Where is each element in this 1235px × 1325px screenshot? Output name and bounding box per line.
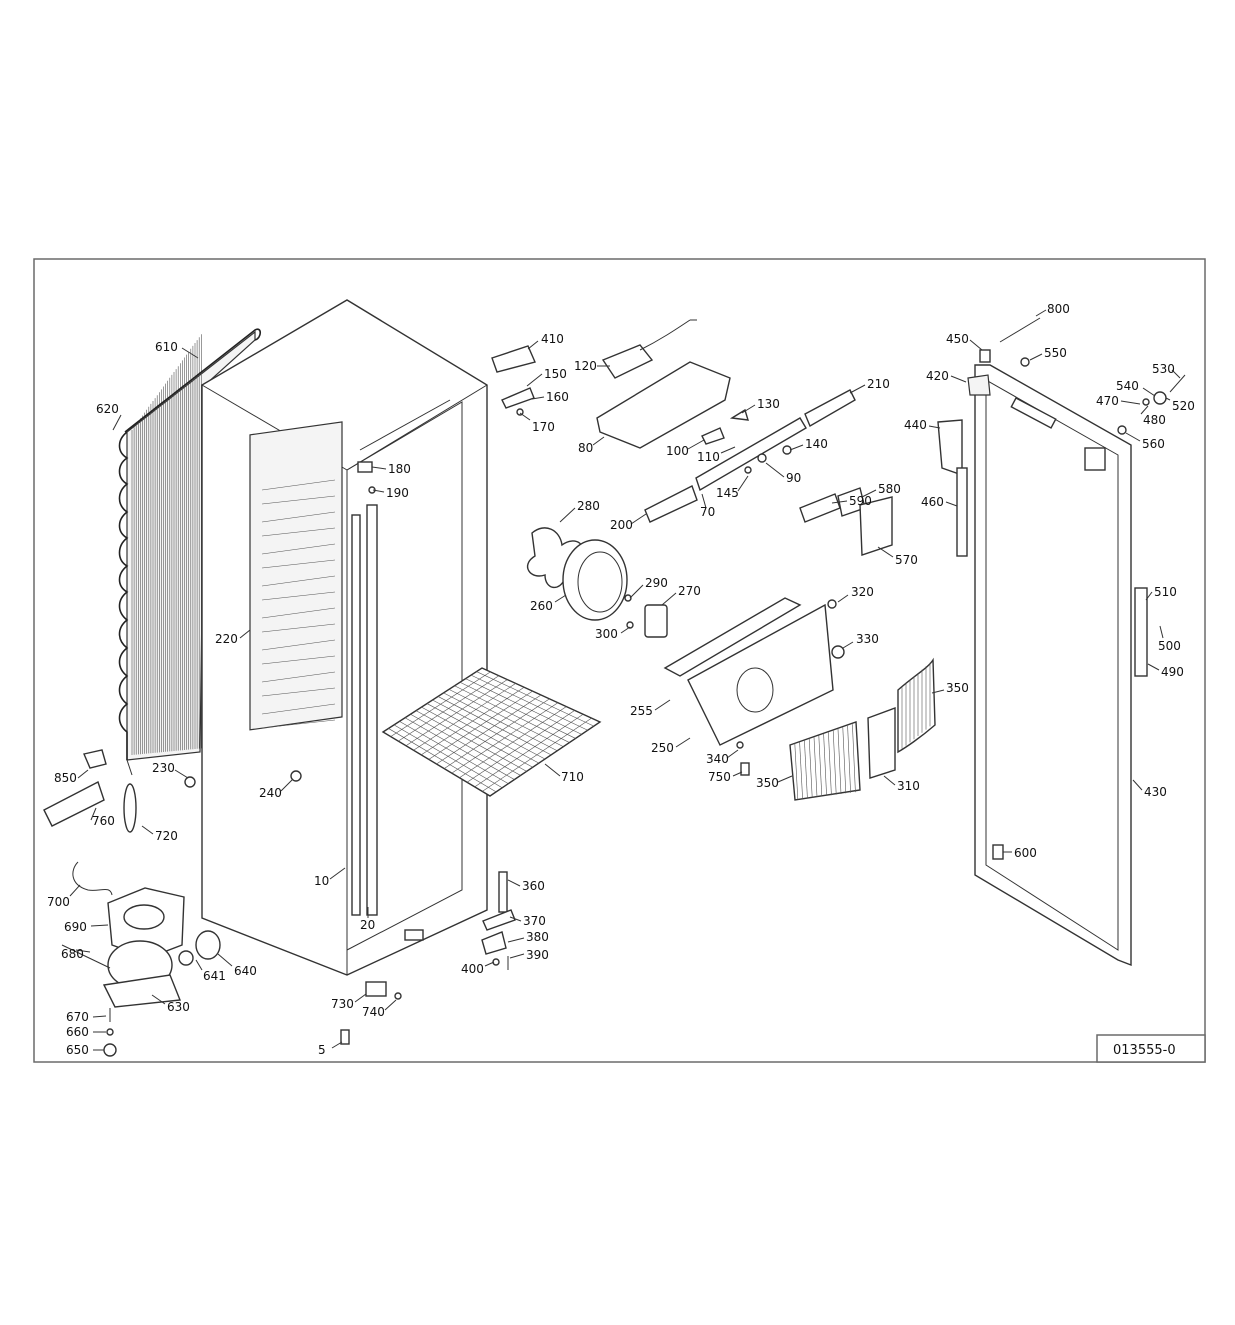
callout-760: 760 [92,814,115,828]
callout-10: 10 [314,874,329,888]
callout-270: 270 [678,584,701,598]
callout-400: 400 [461,962,484,976]
callout-leaders [69,309,1181,1051]
callout-690: 690 [64,920,87,934]
callout-390: 390 [526,948,549,962]
callout-labels: 610 620 220 180 190 410 150 160 170 120 … [47,302,1195,1057]
callout-480: 480 [1143,413,1166,427]
callout-720: 720 [155,829,178,843]
callout-580: 580 [878,482,901,496]
callout-340: 340 [706,752,729,766]
callout-500: 500 [1158,639,1181,653]
callout-590: 590 [849,494,872,508]
callout-110: 110 [697,450,720,464]
callout-170: 170 [532,420,555,434]
callout-640: 640 [234,964,257,978]
callout-120: 120 [574,359,597,373]
callout-230: 230 [152,761,175,775]
callout-320: 320 [851,585,874,599]
callout-710: 710 [561,770,584,784]
callout-630: 630 [167,1000,190,1014]
callout-330: 330 [856,632,879,646]
callout-410: 410 [541,332,564,346]
callout-700: 700 [47,895,70,909]
callout-641: 641 [203,969,226,983]
callout-140: 140 [805,437,828,451]
callout-660: 660 [66,1025,89,1039]
cabinet-body-part [201,299,488,976]
callout-260: 260 [530,599,553,613]
callout-90: 90 [786,471,801,485]
shelf-part [381,667,602,797]
callout-310: 310 [897,779,920,793]
callout-220: 220 [215,632,238,646]
callout-510: 510 [1154,585,1177,599]
callout-360: 360 [522,879,545,893]
callout-740: 740 [362,1005,385,1019]
callout-255: 255 [630,704,653,718]
callout-460: 460 [921,495,944,509]
callout-145: 145 [716,486,739,500]
callout-240: 240 [259,786,282,800]
callout-530: 530 [1152,362,1175,376]
callout-520: 520 [1172,399,1195,413]
callout-350-upper: 350 [946,681,969,695]
callout-160: 160 [546,390,569,404]
callout-620: 620 [96,402,119,416]
callout-380: 380 [526,930,549,944]
callout-650: 650 [66,1043,89,1057]
door-part [937,317,1186,967]
callout-290: 290 [645,576,668,590]
callout-440: 440 [904,418,927,432]
fan-assembly-part [526,527,668,638]
callout-800: 800 [1047,302,1070,316]
callout-300: 300 [595,627,618,641]
condenser-part [118,328,262,776]
callout-280: 280 [577,499,600,513]
callout-150: 150 [544,367,567,381]
callout-70: 70 [700,505,715,519]
small-parts [43,408,792,1045]
callout-210: 210 [867,377,890,391]
callout-600: 600 [1014,846,1037,860]
callout-370: 370 [523,914,546,928]
callout-670: 670 [66,1010,89,1024]
callout-560: 560 [1142,437,1165,451]
control-housing-part [491,319,893,556]
callout-180: 180 [388,462,411,476]
callout-490: 490 [1161,665,1184,679]
callout-5: 5 [318,1043,326,1057]
callout-190: 190 [386,486,409,500]
callout-750: 750 [708,770,731,784]
callout-350-lower: 350 [756,776,779,790]
callout-470: 470 [1096,394,1119,408]
callout-130: 130 [757,397,780,411]
callout-850: 850 [54,771,77,785]
callout-200: 200 [610,518,633,532]
callout-450: 450 [946,332,969,346]
callout-610: 610 [155,340,178,354]
callout-730: 730 [331,997,354,1011]
callout-100: 100 [666,444,689,458]
compressor-assembly-part [61,861,221,1057]
callout-420: 420 [926,369,949,383]
drawing-reference-number: 013555-0 [1113,1043,1176,1058]
callout-680: 680 [61,947,84,961]
evaporator-cover-part [663,597,936,801]
callout-80: 80 [578,441,593,455]
callout-550: 550 [1044,346,1067,360]
callout-250: 250 [651,741,674,755]
callout-430: 430 [1144,785,1167,799]
callout-540: 540 [1116,379,1139,393]
callout-20: 20 [360,918,375,932]
callout-570: 570 [895,553,918,567]
reference-box [1096,1034,1206,1063]
